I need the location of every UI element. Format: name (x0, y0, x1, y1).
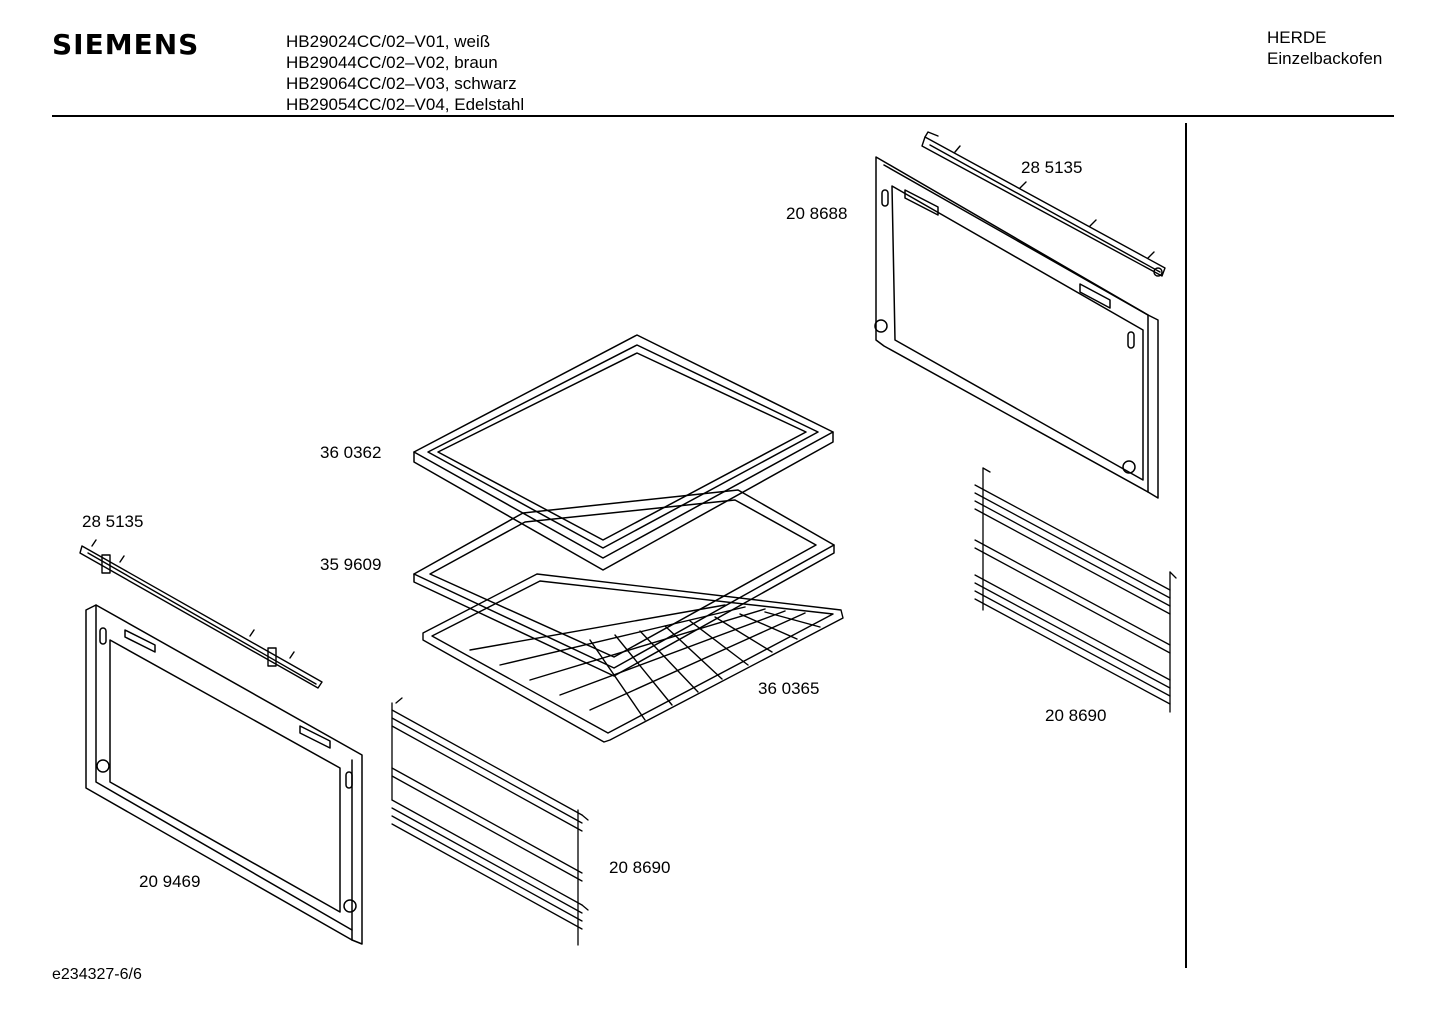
brand-logo: SIEMENS (52, 28, 200, 61)
part-number-grid-shelf: 36 0365 (758, 679, 820, 698)
category-block: HERDE Einzelbackofen (1267, 27, 1382, 69)
grid-shelf (422, 573, 844, 743)
rack-left (391, 697, 589, 946)
model-line: HB29044CC/02–V02, braun (286, 53, 498, 72)
model-list: HB29024CC/02–V01, weiß HB29044CC/02–V02,… (286, 31, 524, 115)
part-number-frame-right: 20 8688 (786, 204, 848, 223)
category-label: HERDE (1267, 28, 1327, 47)
rack-right (974, 467, 1177, 713)
rail-top-right (921, 131, 1166, 277)
header-divider (52, 115, 1394, 117)
frame-right (874, 156, 1159, 499)
frame-left (85, 604, 363, 945)
part-number-frame-left: 20 9469 (139, 872, 201, 891)
model-line: HB29064CC/02–V03, schwarz (286, 74, 517, 93)
part-number-tray-upper: 36 0362 (320, 443, 382, 462)
part-number-rail-left: 28 5135 (82, 512, 144, 531)
part-number-rack-right: 20 8690 (1045, 706, 1107, 725)
part-number-rail-top-right: 28 5135 (1021, 158, 1083, 177)
tray-upper (413, 334, 834, 571)
side-divider (1185, 123, 1187, 968)
model-line: HB29054CC/02–V04, Edelstahl (286, 95, 525, 114)
model-line: HB29024CC/02–V01, weiß (286, 32, 491, 51)
subcategory-label: Einzelbackofen (1267, 49, 1383, 68)
drawing-code: e234327-6/6 (52, 966, 142, 983)
part-number-tray-lower: 35 9609 (320, 555, 382, 574)
rail-left (79, 539, 323, 689)
part-number-rack-left: 20 8690 (609, 858, 671, 877)
